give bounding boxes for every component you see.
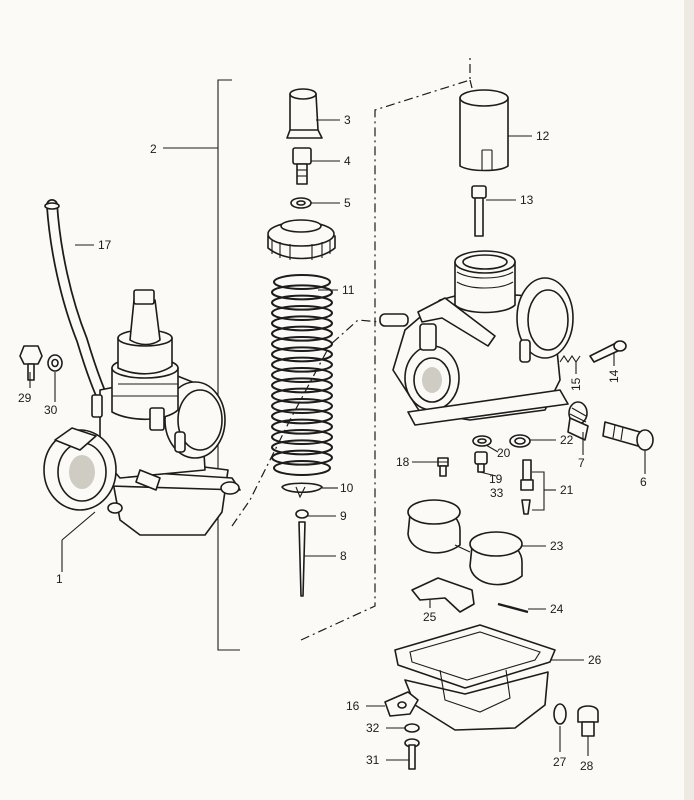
callout-23: 23	[550, 539, 564, 553]
spring-coil	[273, 460, 331, 476]
callout-28: 28	[580, 759, 594, 773]
page-edge	[684, 0, 694, 800]
fuel-hose-inner	[47, 200, 105, 397]
spring-coil	[271, 398, 333, 414]
callout-27: 27	[553, 755, 567, 769]
callout-21: 21	[560, 483, 574, 497]
spring-coil	[271, 449, 333, 466]
callout-14: 14	[607, 369, 621, 383]
callout-1: 1	[56, 572, 63, 586]
spring-coil	[271, 294, 333, 311]
callout-2: 2	[150, 142, 157, 156]
callout-15: 15	[569, 377, 583, 391]
callout-6: 6	[640, 475, 647, 489]
callout-3: 3	[344, 113, 351, 127]
callout-30: 30	[44, 403, 58, 417]
callout-8: 8	[340, 549, 347, 563]
callout-25: 25	[423, 610, 437, 624]
callout-24: 24	[550, 602, 564, 616]
assembly-lines	[231, 58, 473, 641]
callout-7: 7	[578, 456, 585, 470]
callout-5: 5	[344, 196, 351, 210]
spring-coil	[271, 439, 333, 456]
callout-13: 13	[520, 193, 534, 207]
callout-10: 10	[340, 481, 354, 495]
callout-19: 19	[489, 472, 503, 486]
callout-22: 22	[560, 433, 574, 447]
leader-lines	[29, 119, 646, 761]
spring-coils	[271, 274, 333, 476]
spring-coil	[273, 274, 331, 290]
spring-coil	[271, 387, 333, 404]
throttle-slide-parts	[267, 88, 336, 597]
callout-20: 20	[497, 446, 511, 460]
callout-17: 17	[98, 238, 112, 252]
callout-31: 31	[366, 753, 380, 767]
spring-coil	[271, 429, 333, 445]
callout-4: 4	[344, 154, 351, 168]
callout-32: 32	[366, 721, 380, 735]
callout-18: 18	[396, 455, 410, 469]
group-bracket	[163, 79, 240, 651]
callout-16: 16	[346, 699, 360, 713]
callout-11: 11	[342, 283, 355, 297]
small-parts	[384, 340, 654, 770]
spring-coil	[271, 367, 333, 383]
spring-coil	[271, 336, 333, 352]
spring-coil	[271, 377, 333, 394]
callout-33: 33	[490, 486, 504, 500]
callout-12: 12	[536, 129, 550, 143]
callout-labels: 1 2 3 4 5 6 7 8 9 10 11 12 13 14 15 16 1…	[18, 113, 647, 773]
spring-coil	[271, 408, 333, 425]
spring-coil	[271, 346, 333, 363]
spring-coil	[271, 284, 333, 301]
carburetor-body	[379, 89, 574, 426]
callout-29: 29	[18, 391, 32, 405]
callout-9: 9	[340, 509, 347, 523]
spring-coil	[271, 325, 333, 342]
callout-26: 26	[588, 653, 602, 667]
spring-coil	[271, 305, 333, 321]
spring-coil	[271, 356, 333, 373]
spring-coil	[271, 315, 333, 332]
assembled-carburetor	[19, 199, 241, 536]
spring-coil	[271, 418, 333, 435]
